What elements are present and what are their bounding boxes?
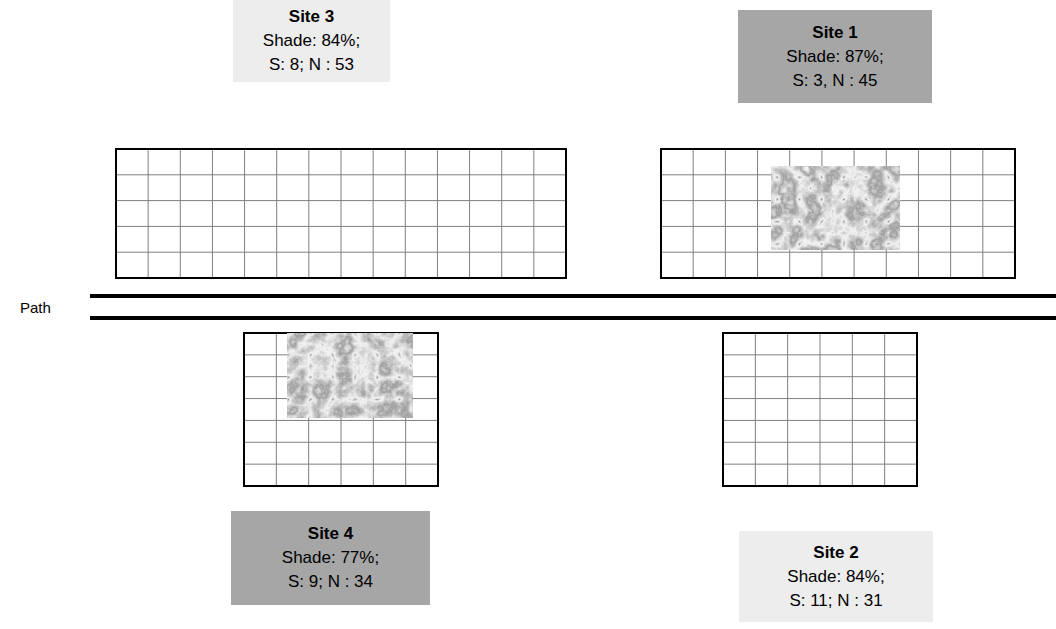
site-title: Site 1	[812, 21, 857, 45]
site-stat: Shade: 87%;	[786, 45, 883, 69]
grid-line	[723, 398, 917, 399]
path-edge	[90, 294, 1056, 298]
site-label-box: Site 3Shade: 84%;S: 8; N : 53	[233, 0, 390, 82]
path-edge	[90, 316, 1056, 320]
grid-line	[723, 464, 917, 465]
grid-line	[757, 149, 758, 278]
grid-line	[244, 149, 245, 278]
grid-line	[723, 420, 917, 421]
grid-line	[244, 420, 438, 421]
site-title: Site 3	[289, 5, 334, 29]
quadrat-grid	[661, 149, 1015, 278]
grid-line	[180, 149, 181, 278]
site-stat: Shade: 84%;	[787, 565, 884, 589]
grid-line	[725, 149, 726, 278]
quadrat-photo	[771, 166, 900, 250]
grid-line	[244, 464, 438, 465]
grid-line	[723, 354, 917, 355]
quadrat-grid	[244, 333, 438, 486]
site-title: Site 2	[813, 541, 858, 565]
grid-line	[148, 149, 149, 278]
grid-line	[437, 149, 438, 278]
site-title: Site 4	[308, 522, 353, 546]
grid-line	[820, 333, 821, 486]
quadrat-grid	[723, 333, 917, 486]
grid-line	[341, 149, 342, 278]
site-label-box: Site 1Shade: 87%;S: 3, N : 45	[738, 10, 932, 103]
grid-line	[116, 226, 566, 227]
grid-line	[469, 149, 470, 278]
grid-border	[723, 333, 917, 486]
grid-line	[982, 149, 983, 278]
grid-border	[116, 149, 566, 278]
grid-line	[116, 174, 566, 175]
grid-line	[661, 252, 1015, 253]
grid-line	[212, 149, 213, 278]
grid-line	[693, 149, 694, 278]
grid-line	[373, 149, 374, 278]
grid-line	[918, 149, 919, 278]
grid-line	[244, 442, 438, 443]
site-stat: S: 3, N : 45	[792, 69, 877, 93]
quadrat-photo	[287, 333, 413, 418]
grid-line	[884, 333, 885, 486]
grid-line	[950, 149, 951, 278]
grid-line	[533, 149, 534, 278]
grid-border	[244, 333, 438, 486]
site-stat: Shade: 84%;	[263, 29, 360, 53]
grid-line	[501, 149, 502, 278]
site-stat: S: 8; N : 53	[269, 53, 354, 77]
site-stat: S: 11; N : 31	[789, 589, 882, 613]
grid-line	[755, 333, 756, 486]
grid-line	[276, 149, 277, 278]
site-stat: S: 9; N : 34	[288, 570, 373, 594]
grid-line	[787, 333, 788, 486]
grid-line	[308, 149, 309, 278]
grid-border	[661, 149, 1015, 278]
site-stat: Shade: 77%;	[282, 546, 379, 570]
quadrat-grid	[116, 149, 566, 278]
grid-line	[405, 149, 406, 278]
grid-line	[723, 442, 917, 443]
grid-line	[852, 333, 853, 486]
path-label: Path	[20, 299, 51, 316]
grid-line	[116, 252, 566, 253]
site-label-box: Site 4Shade: 77%;S: 9; N : 34	[231, 511, 430, 605]
grid-line	[116, 200, 566, 201]
grid-line	[723, 376, 917, 377]
grid-line	[276, 333, 277, 486]
site-label-box: Site 2Shade: 84%;S: 11; N : 31	[739, 531, 933, 622]
